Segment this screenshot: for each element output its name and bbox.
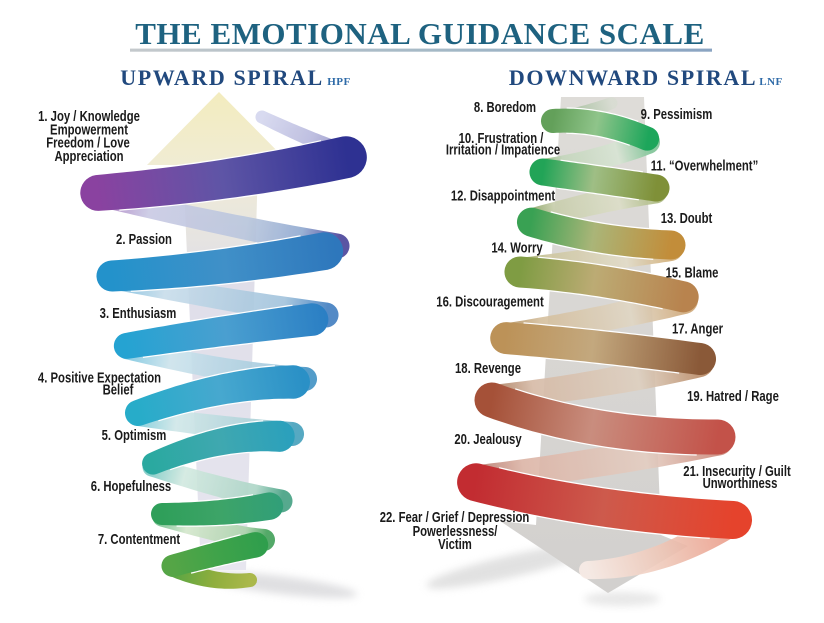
svg-text:18. Revenge: 18. Revenge	[455, 360, 521, 377]
svg-text:15. Blame: 15. Blame	[666, 264, 719, 281]
svg-text:LNF: LNF	[759, 76, 783, 88]
svg-text:Freedom / Love: Freedom / Love	[46, 134, 130, 151]
svg-text:20. Jealousy: 20. Jealousy	[454, 431, 522, 448]
svg-text:1. Joy / Knowledge: 1. Joy / Knowledge	[38, 108, 140, 125]
svg-text:12. Disappointment: 12. Disappointment	[451, 187, 556, 204]
svg-text:16. Discouragement: 16. Discouragement	[436, 293, 544, 310]
svg-text:Powerlessness/: Powerlessness/	[413, 523, 498, 540]
svg-text:Victim: Victim	[438, 536, 472, 553]
svg-text:HPF: HPF	[327, 76, 351, 88]
svg-text:8. Boredom: 8. Boredom	[474, 99, 536, 116]
svg-text:3. Enthusiasm: 3. Enthusiasm	[100, 305, 177, 322]
svg-text:Belief: Belief	[103, 381, 134, 398]
svg-text:UPWARD SPIRAL: UPWARD SPIRAL	[120, 65, 324, 90]
svg-text:Unworthiness: Unworthiness	[703, 475, 778, 492]
svg-text:5. Optimism: 5. Optimism	[102, 427, 167, 444]
svg-text:Appreciation: Appreciation	[54, 148, 123, 165]
svg-text:22. Fear / Grief / Depression: 22. Fear / Grief / Depression	[380, 509, 530, 526]
svg-text:14. Worry: 14. Worry	[491, 239, 543, 256]
svg-text:19. Hatred / Rage: 19. Hatred / Rage	[687, 388, 779, 405]
svg-text:13. Doubt: 13. Doubt	[661, 210, 713, 227]
svg-text:THE EMOTIONAL GUIDANCE SCALE: THE EMOTIONAL GUIDANCE SCALE	[135, 16, 705, 51]
svg-text:11. “Overwhelment”: 11. “Overwhelment”	[651, 157, 758, 174]
svg-text:4. Positive Expectation: 4. Positive Expectation	[38, 369, 161, 386]
svg-text:DOWNWARD SPIRAL: DOWNWARD SPIRAL	[509, 65, 757, 90]
svg-text:7. Contentment: 7. Contentment	[98, 531, 181, 548]
svg-text:10. Frustration /: 10. Frustration /	[459, 130, 544, 147]
svg-text:21. Insecurity / Guilt: 21. Insecurity / Guilt	[683, 463, 791, 480]
svg-text:Empowerment: Empowerment	[50, 121, 128, 138]
svg-text:6. Hopefulness: 6. Hopefulness	[91, 478, 171, 495]
svg-text:2. Passion: 2. Passion	[116, 231, 172, 248]
svg-text:9. Pessimism: 9. Pessimism	[641, 106, 713, 123]
svg-text:Irritation / Impatience: Irritation / Impatience	[446, 141, 560, 158]
svg-text:17. Anger: 17. Anger	[672, 320, 723, 337]
